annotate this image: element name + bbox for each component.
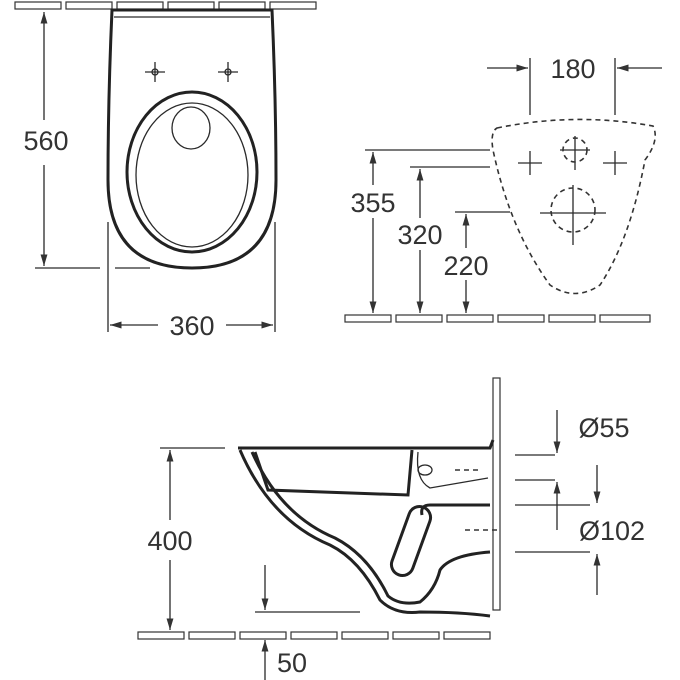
pan-profile — [238, 439, 495, 618]
floor-clearance-dimension: 50 — [277, 648, 307, 678]
height-dimension-400: 400 — [147, 526, 192, 556]
height-dimension-220: 220 — [443, 251, 488, 281]
width-dimension: 360 — [169, 311, 214, 341]
inlet-diameter-dimension: Ø55 — [578, 413, 629, 443]
seat-outer — [125, 90, 259, 254]
seat-inner — [135, 102, 249, 248]
fixing-spacing-dimension: 180 — [550, 54, 595, 84]
floor-tiles — [344, 314, 651, 323]
flush-hole — [171, 106, 211, 150]
pan-outline-dashed — [491, 118, 656, 295]
height-dimension-355: 355 — [350, 188, 395, 218]
wall — [492, 377, 501, 611]
fixing-cross-icon — [145, 62, 238, 82]
depth-dimension: 560 — [23, 126, 68, 156]
top-view: 560 360 — [14, 1, 317, 341]
outlet-diameter-dimension: Ø102 — [579, 516, 645, 546]
fixing-cross-icon — [518, 136, 627, 245]
floor-tiles — [137, 631, 491, 640]
height-dimension-320: 320 — [397, 220, 442, 250]
overflow-slot — [389, 505, 433, 577]
front-view: 180 355 320 220 — [344, 54, 662, 323]
bowl-outline — [106, 8, 278, 270]
side-view: 400 50 Ø55 Ø102 — [137, 377, 645, 680]
wall-tiles — [14, 1, 317, 10]
